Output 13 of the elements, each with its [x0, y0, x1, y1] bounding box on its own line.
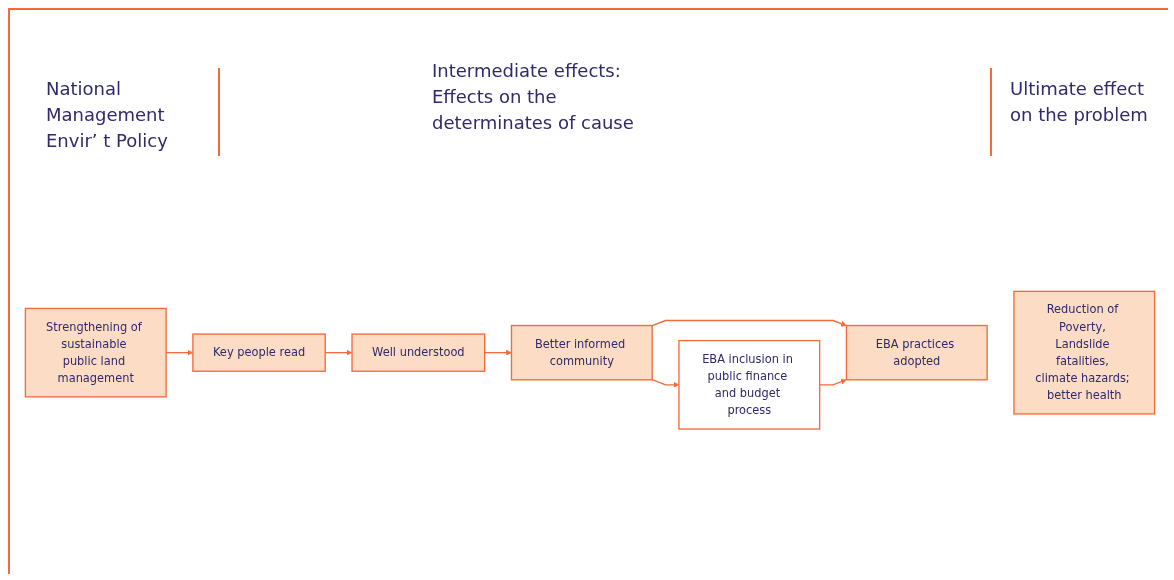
node-box: EBA inclusion in public finance and budget process [678, 339, 821, 430]
column-heading: National Management Envir’ t Policy [46, 77, 169, 153]
arrow [651, 319, 847, 327]
arrow [819, 378, 847, 386]
arrow [484, 349, 512, 356]
column-heading: Ultimate effect on the problem [1010, 77, 1149, 127]
node-box: Better informed community [510, 324, 653, 381]
node-box: Reduction of Poverty, Landslide fatalities, climate hazards; better health [1013, 290, 1156, 415]
node-box: Strengthening of sustainable public land management [24, 307, 167, 398]
node-box: Well understood [351, 333, 486, 372]
node-box: Key people read [192, 333, 326, 372]
column-heading: Intermediate effects: Effects on the determinates of cause [432, 59, 635, 135]
node-box: EBA practices adopted [845, 324, 988, 381]
